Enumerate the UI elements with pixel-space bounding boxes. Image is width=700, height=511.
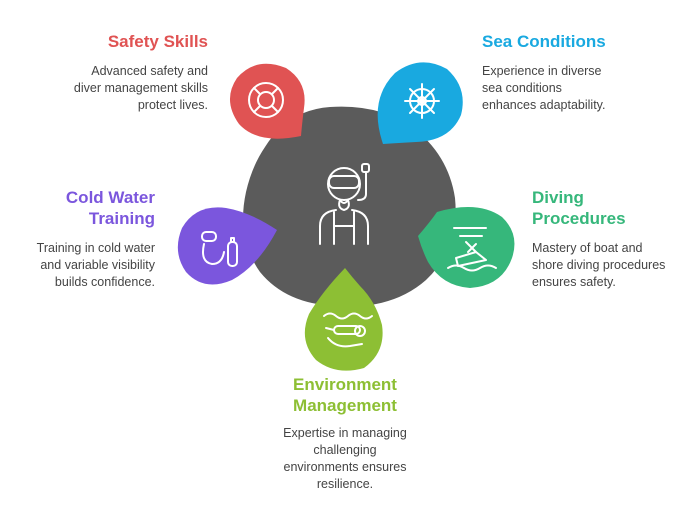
- lifebuoy-icon: [248, 82, 284, 118]
- diving-drop: [418, 207, 515, 288]
- cold-title-line: Cold Water: [65, 188, 155, 207]
- diving-desc-line: shore diving procedures: [532, 258, 666, 272]
- environment-title-line: Environment: [293, 375, 397, 394]
- safety-desc: Advanced safety and diver management ski…: [30, 63, 208, 114]
- cold-desc-line: and variable visibility: [40, 258, 155, 272]
- scuba-gear-icon: [201, 231, 238, 267]
- environment-title-line: Management: [293, 396, 397, 415]
- cold-title-line: Training: [88, 209, 155, 228]
- safety-title: Safety Skills: [107, 32, 208, 51]
- cold-desc: Training in cold water and variable visi…: [10, 240, 155, 291]
- environment-desc-line: challenging: [313, 443, 377, 457]
- environment-desc-line: environments ensures: [283, 460, 407, 474]
- swimming-diver-icon: [323, 312, 373, 348]
- sea-title: Sea Conditions: [482, 32, 606, 51]
- environment-title: Environment Management: [250, 374, 440, 416]
- sea-desc-line: sea conditions: [482, 81, 562, 95]
- sea-desc: Experience in diverse sea conditions enh…: [482, 63, 662, 114]
- diving-title: Diving Procedures: [532, 187, 672, 229]
- safety-desc-line: diver management skills: [73, 81, 208, 95]
- environment-desc-line: resilience.: [316, 477, 374, 491]
- diving-title-line: Diving: [532, 188, 584, 207]
- environment-desc: Expertise in managing challenging enviro…: [250, 425, 440, 493]
- diving-desc-line: ensures safety.: [532, 275, 616, 289]
- diving-title-line: Procedures: [532, 209, 626, 228]
- diving-desc: Mastery of boat and shore diving procedu…: [532, 240, 692, 291]
- safety-desc-line: protect lives.: [137, 98, 208, 112]
- cold-title: Cold Water Training: [40, 187, 155, 229]
- safety-desc-line: Advanced safety and: [91, 64, 208, 78]
- diver-icon: [319, 163, 370, 245]
- ship-wheel-icon: [404, 83, 440, 119]
- cold-desc-line: Training in cold water: [36, 241, 155, 255]
- sea-desc-line: enhances adaptability.: [482, 98, 606, 112]
- sea-desc-line: Experience in diverse: [482, 64, 602, 78]
- safety-drop: [229, 63, 305, 139]
- environment-desc-line: Expertise in managing: [283, 426, 407, 440]
- cold-desc-line: builds confidence.: [54, 275, 155, 289]
- diving-desc-line: Mastery of boat and: [532, 241, 643, 255]
- dive-boat-icon: [447, 227, 497, 272]
